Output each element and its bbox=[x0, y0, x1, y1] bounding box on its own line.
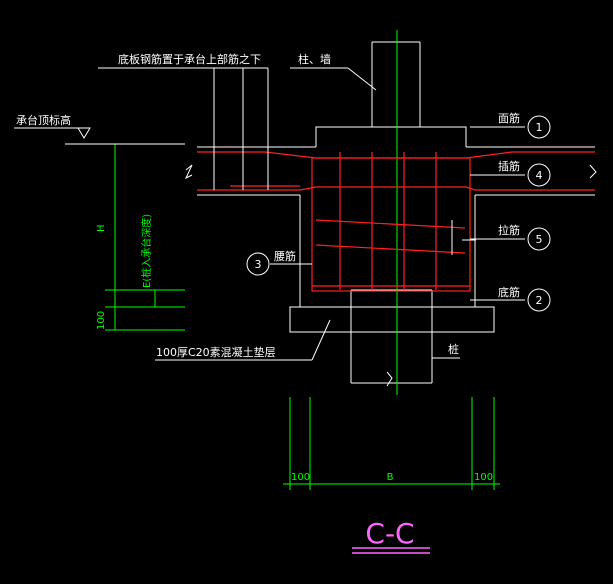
bottom-mesh-note: 底板钢筋置于承台上部筋之下 bbox=[118, 52, 261, 66]
marker-3: 3 bbox=[255, 258, 262, 271]
concrete-outline bbox=[184, 41, 597, 387]
section-title: C-C bbox=[365, 517, 414, 550]
dim-e: E(桩入承台深度) bbox=[140, 214, 153, 288]
marker-1: 1 bbox=[536, 121, 543, 134]
waist-bar-label: 腰筋 bbox=[274, 249, 296, 263]
face-bar-label: 面筋 bbox=[498, 111, 520, 125]
dim-100-left: 100 bbox=[96, 311, 107, 330]
rebar-lines bbox=[197, 151, 595, 292]
marker-2: 2 bbox=[536, 294, 543, 307]
dim-100-bottom-right: 100 bbox=[474, 472, 493, 483]
column-wall-label: 柱、墙 bbox=[298, 52, 331, 66]
leaders bbox=[14, 67, 525, 361]
tie-bar-label: 拉筋 bbox=[498, 223, 520, 237]
marker-5: 5 bbox=[536, 233, 543, 246]
cross-bar-label: 插筋 bbox=[498, 159, 520, 173]
dim-h: H bbox=[96, 224, 107, 232]
cushion-note: 100厚C20素混凝土垫层 bbox=[156, 345, 276, 359]
cap-top-elev-label: 承台顶标高 bbox=[16, 113, 71, 127]
bottom-bar-label: 底筋 bbox=[498, 285, 520, 299]
text-labels: 底板钢筋置于承台上部筋之下 柱、墙 承台顶标高 面筋 插筋 拉筋 腰筋 底筋 1… bbox=[16, 52, 520, 554]
dimension-lines bbox=[105, 30, 500, 490]
dim-b: B bbox=[387, 472, 394, 483]
bar-markers: 1 4 5 3 2 bbox=[246, 115, 551, 312]
marker-4: 4 bbox=[536, 169, 543, 182]
dim-100-bottom-left: 100 bbox=[291, 472, 310, 483]
pile-label: 桩 bbox=[448, 342, 459, 356]
